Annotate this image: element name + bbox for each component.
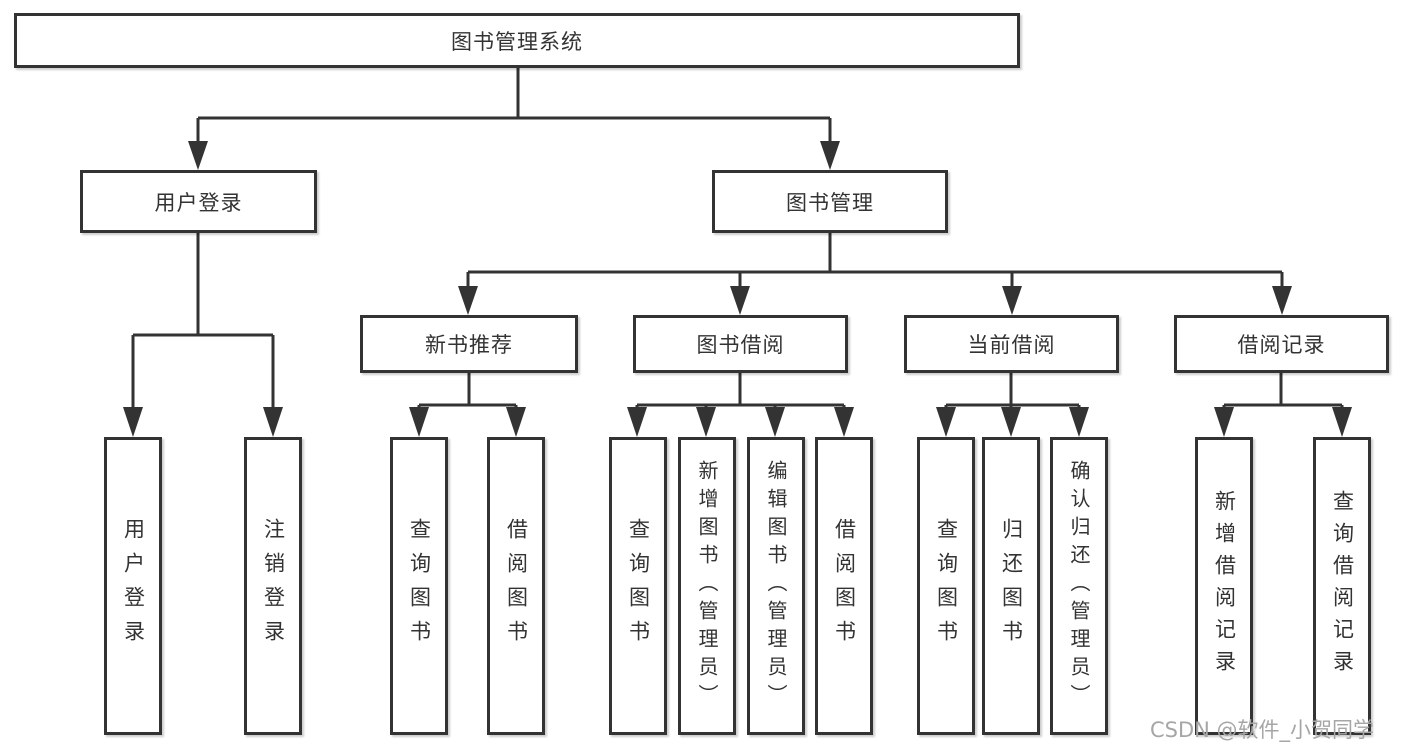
leaf-confirm-return-admin: 确认归还（管理员） <box>1050 437 1108 735</box>
arrowheads-level3 <box>458 286 1292 315</box>
arrowheads-current-leaves <box>936 407 1089 437</box>
arrowheads-borrowing-leaves <box>627 407 854 437</box>
leaf-label: 查询图书 <box>626 518 651 654</box>
csdn-watermark: CSDN @软件_小贺同学 <box>1150 718 1375 742</box>
leaf-return-books: 归还图书 <box>982 437 1040 735</box>
node-current-borrowing: 当前借阅 <box>904 315 1119 373</box>
node-label: 新书推荐 <box>425 333 513 357</box>
leaf-logout: 注销登录 <box>244 437 302 735</box>
node-borrowing-records: 借阅记录 <box>1174 315 1389 373</box>
leaf-label: 用户登录 <box>121 518 146 654</box>
arrowheads-userlogin-leaves <box>123 407 283 437</box>
leaf-borrow-books: 借阅图书 <box>815 437 873 735</box>
node-label: 借阅记录 <box>1237 333 1326 357</box>
leaf-query-books-current: 查询图书 <box>917 437 975 735</box>
node-book-management: 图书管理 <box>712 170 948 233</box>
leaf-label: 新增图书（管理员） <box>695 460 719 712</box>
leaf-label: 查询图书 <box>407 518 432 654</box>
leaf-label: 借阅图书 <box>504 518 529 654</box>
node-book-borrowing: 图书借阅 <box>633 315 848 373</box>
leaf-user-login: 用户登录 <box>104 437 162 735</box>
node-library-management-system: 图书管理系统 <box>14 13 1020 68</box>
leaf-label: 借阅图书 <box>832 518 857 654</box>
leaf-edit-book-admin: 编辑图书（管理员） <box>747 437 805 735</box>
leaf-query-books-recommend: 查询图书 <box>390 437 448 735</box>
leaf-label: 注销登录 <box>261 518 286 654</box>
leaf-query-borrow-record: 查询借阅记录 <box>1313 437 1371 735</box>
leaf-label: 查询图书 <box>934 518 959 654</box>
node-label: 图书借阅 <box>696 333 785 357</box>
leaf-add-borrow-record: 新增借阅记录 <box>1195 437 1253 735</box>
leaf-query-books-borrowing: 查询图书 <box>609 437 667 735</box>
connector-root-to-level2 <box>196 68 832 144</box>
node-label: 当前借阅 <box>967 333 1056 357</box>
connector-userlogin-to-leaves <box>131 233 275 410</box>
connector-newbooks-to-leaves <box>417 373 518 410</box>
arrowheads-level2 <box>188 141 840 170</box>
leaf-label: 确认归还（管理员） <box>1067 460 1091 712</box>
arrowheads-records-leaves <box>1214 407 1352 437</box>
leaf-borrow-books-recommend: 借阅图书 <box>487 437 545 735</box>
leaf-label: 新增借阅记录 <box>1212 490 1237 682</box>
connector-current-to-leaves <box>944 373 1081 410</box>
node-label: 图书管理 <box>786 190 874 215</box>
arrowheads-newbooks-leaves <box>409 407 526 437</box>
node-label: 用户登录 <box>154 190 243 215</box>
connector-records-to-leaves <box>1222 373 1344 410</box>
node-user-login: 用户登录 <box>80 170 317 233</box>
node-label: 图书管理系统 <box>451 29 583 54</box>
connector-bookmgmt-to-level3 <box>466 233 1284 288</box>
connector-borrowing-to-leaves <box>635 373 846 410</box>
leaf-add-book-admin: 新增图书（管理员） <box>678 437 736 735</box>
leaf-label: 归还图书 <box>999 518 1024 654</box>
node-new-book-recommendation: 新书推荐 <box>360 315 578 373</box>
leaf-label: 查询借阅记录 <box>1330 490 1355 682</box>
leaf-label: 编辑图书（管理员） <box>764 460 788 712</box>
